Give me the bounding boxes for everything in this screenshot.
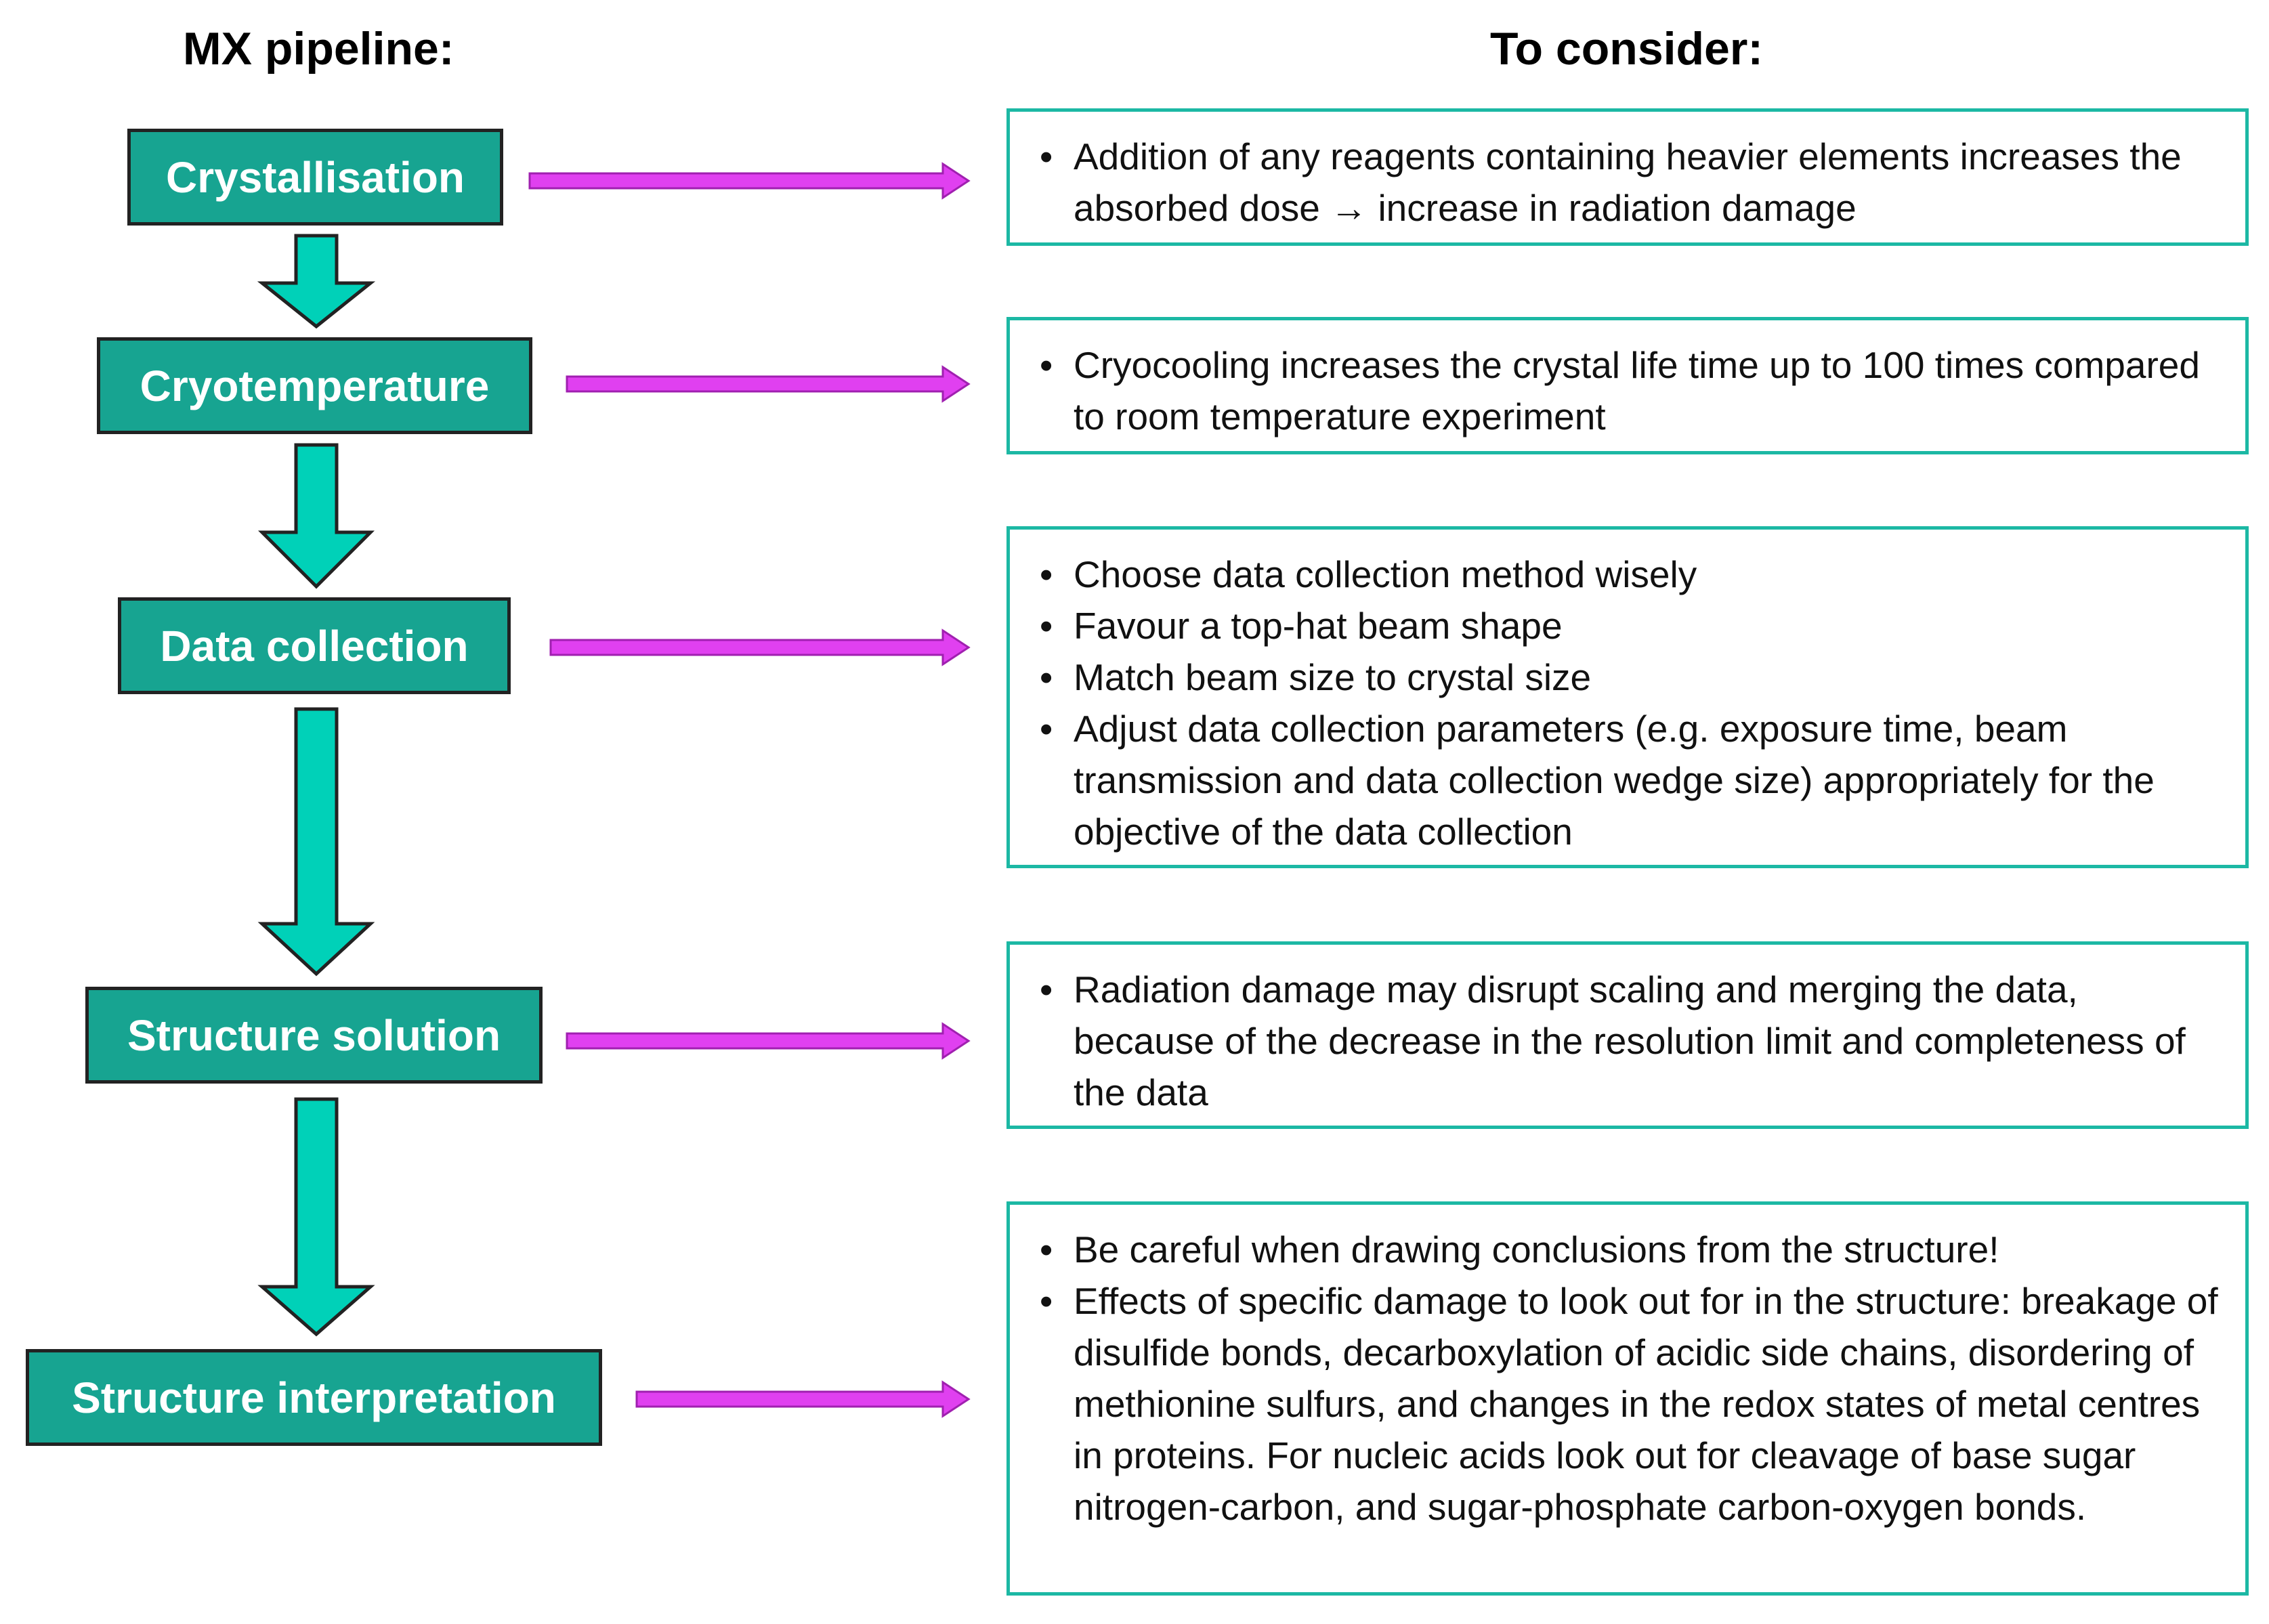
stage-cryotemperature: Cryotemperature (97, 337, 532, 434)
note-bullet: •Effects of specific damage to look out … (1040, 1280, 2218, 1528)
stage-structure-solution: Structure solution (85, 987, 543, 1084)
flow-arrow-down (257, 443, 375, 589)
flow-arrow-down (257, 707, 375, 977)
stage-structure-interpretation: Structure interpretation (26, 1349, 602, 1446)
consider-heading: To consider: (1490, 23, 1763, 74)
note-bullet: •Radiation damage may disrupt scaling an… (1040, 968, 2186, 1113)
flow-arrow-down (257, 234, 376, 329)
note-cryotemperature: •Cryocooling increases the crystal life … (1006, 317, 2249, 454)
pipeline-heading: MX pipeline: (183, 23, 454, 74)
note-bullet: •Match beam size to crystal size (1040, 656, 1592, 698)
pointer-arrow-right (566, 365, 971, 403)
note-bullet: •Be careful when drawing conclusions fro… (1040, 1228, 1999, 1270)
note-bullet: •Choose data collection method wisely (1040, 553, 1697, 595)
note-bullet: •Cryocooling increases the crystal life … (1040, 344, 2200, 437)
note-structure-solution: •Radiation damage may disrupt scaling an… (1006, 941, 2249, 1129)
pointer-arrow-right (549, 628, 971, 666)
note-crystallisation: •Addition of any reagents containing hea… (1006, 108, 2249, 246)
pointer-arrow-right (528, 162, 971, 200)
note-bullet: •Adjust data collection parameters (e.g.… (1040, 708, 2155, 853)
note-data-collection: •Choose data collection method wisely •F… (1006, 526, 2249, 868)
pointer-arrow-right (635, 1380, 971, 1418)
note-bullet: •Addition of any reagents containing hea… (1040, 135, 2182, 229)
pointer-arrow-right (566, 1022, 971, 1060)
flow-arrow-down (257, 1097, 375, 1337)
stage-data-collection: Data collection (118, 597, 511, 694)
note-structure-interpretation: •Be careful when drawing conclusions fro… (1006, 1201, 2249, 1596)
note-bullet: •Favour a top-hat beam shape (1040, 605, 1563, 647)
stage-crystallisation: Crystallisation (127, 129, 503, 226)
